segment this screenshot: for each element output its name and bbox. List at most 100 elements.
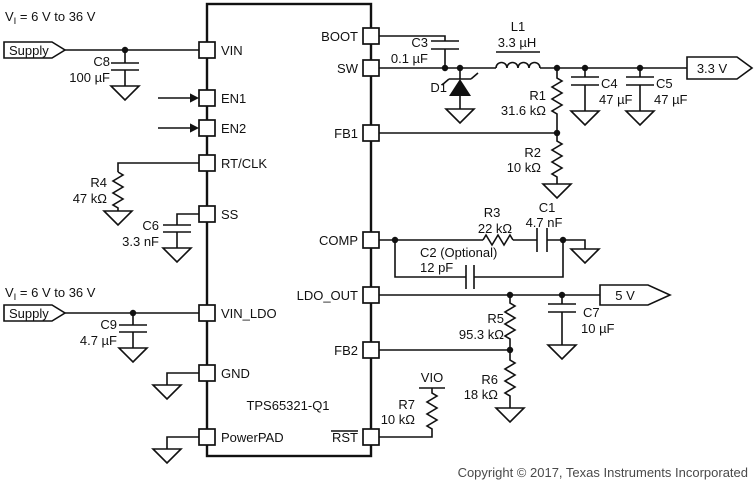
capacitor-c9: C9 4.7 µF (80, 313, 149, 364)
chip-name: TPS65321-Q1 (246, 398, 329, 413)
r6-ref: R6 (481, 372, 498, 387)
input-range-note: VI = 6 V to 36 V (5, 9, 96, 27)
ground-icon (494, 407, 526, 424)
fb1-net (379, 129, 561, 137)
pin-powerpad (198, 428, 216, 446)
pin-label-ldoout: LDO_OUT (297, 288, 358, 303)
ground-icon (624, 110, 656, 127)
pin-label-powerpad: PowerPAD (221, 430, 284, 445)
r4-ref: R4 (90, 175, 107, 190)
r5-value: 95.3 kΩ (459, 327, 504, 342)
capacitor-c5: C5 47 µF (624, 68, 688, 127)
c1-symbol (513, 228, 586, 252)
pin-rtclk (198, 154, 216, 172)
ground-icon (444, 108, 476, 125)
pin-label-boot: BOOT (321, 29, 358, 44)
c9-symbol (119, 313, 147, 348)
d1-ref: D1 (430, 80, 447, 95)
c2-symbol (394, 240, 564, 289)
diode-triangle-icon (449, 79, 471, 96)
vio-label: VIO (421, 370, 443, 385)
supply-tag (3, 41, 67, 59)
junction-dot (441, 64, 449, 72)
pin-label-en1: EN1 (221, 91, 246, 106)
pin-sw (362, 59, 380, 77)
pin-rst (362, 428, 380, 446)
arrow-right-icon (190, 93, 199, 103)
pin-vinldo (198, 304, 216, 322)
ground-icon (102, 210, 134, 227)
pin-fb2 (362, 341, 380, 359)
c4-symbol (571, 68, 599, 111)
pin-ldoout (362, 286, 380, 304)
c6-symbol (163, 213, 199, 248)
r3-symbol (482, 233, 514, 247)
c2-value: 12 pF (420, 260, 453, 275)
pin-en2 (198, 119, 216, 137)
c1-value: 4.7 nF (526, 215, 563, 230)
c5-ref: C5 (656, 76, 673, 91)
buck-output-label: 3.3 V (697, 61, 728, 76)
resistor-r2: R2 10 kΩ (507, 133, 573, 200)
copyright-notice: Copyright © 2017, Texas Instruments Inco… (458, 465, 748, 480)
arrow-right-icon (190, 123, 199, 133)
pin-en1 (198, 89, 216, 107)
capacitor-c8: C8 100 µF (69, 50, 141, 102)
r5-symbol (503, 295, 517, 350)
ground-icon (117, 347, 149, 364)
pin-gnd (198, 364, 216, 382)
c4-value: 47 µF (599, 92, 633, 107)
pin-label-vin: VIN (221, 43, 243, 58)
wire-gnd (166, 372, 199, 385)
c7-ref: C7 (583, 305, 600, 320)
ldo-output-net: 5 V (379, 284, 672, 306)
r2-symbol (550, 133, 564, 184)
ground-icon (569, 110, 601, 127)
pin-label-gnd: GND (221, 366, 250, 381)
c7-symbol (548, 295, 576, 345)
capacitor-c6: C6 3.3 nF (122, 213, 199, 264)
c3-symbol (379, 35, 459, 68)
ground-icon (569, 248, 601, 265)
l1-ref: L1 (511, 19, 525, 34)
pin-boot (362, 27, 380, 45)
r5-ref: R5 (487, 311, 504, 326)
pin-ss (198, 205, 216, 223)
ground-icon (109, 85, 141, 102)
resistor-r6: R6 18 kΩ (464, 350, 526, 424)
r3-ref: R3 (484, 205, 501, 220)
c2-ref: C2 (Optional) (420, 245, 497, 260)
net-tag (686, 56, 754, 80)
pin-vin (198, 41, 216, 59)
c5-value: 47 µF (654, 92, 688, 107)
r2-ref: R2 (524, 145, 541, 160)
ground-icon (151, 448, 183, 465)
input-supply-ldo: VI = 6 V to 36 V Supply (3, 285, 199, 322)
supply-tag-label: Supply (9, 43, 49, 58)
c6-ref: C6 (142, 218, 159, 233)
rst-pullup: VIO R7 10 kΩ (379, 370, 445, 438)
ldo-output-label: 5 V (615, 288, 635, 303)
chip-pins: VIN EN1 EN2 RT/CLK SS VIN_LDO GND PowerP… (198, 27, 380, 446)
pin-label-rtclk: RT/CLK (221, 156, 267, 171)
powerpad-connection (151, 436, 199, 465)
c1-ref: C1 (539, 200, 556, 215)
ground-icon (541, 183, 573, 200)
pin-label-vinldo: VIN_LDO (221, 306, 277, 321)
ground-icon (161, 247, 193, 264)
c3-ref: C3 (411, 35, 428, 50)
input-supply-buck: VI = 6 V to 36 V Supply (3, 9, 199, 59)
diode-d1: D1 (430, 68, 479, 125)
c9-value: 4.7 µF (80, 333, 117, 348)
pin-comp (362, 231, 380, 249)
comp-network: R3 22 kΩ C1 4.7 nF C2 (Optional) 12 pF (379, 200, 601, 289)
capacitor-c4: C4 47 µF (569, 68, 633, 127)
l1-symbol (495, 61, 541, 69)
pin-label-en2: EN2 (221, 121, 246, 136)
pin-label-rst: RST (332, 430, 358, 445)
resistor-r5: R5 95.3 kΩ (459, 295, 517, 350)
ground-icon (546, 344, 578, 361)
supply-tag (3, 304, 67, 322)
